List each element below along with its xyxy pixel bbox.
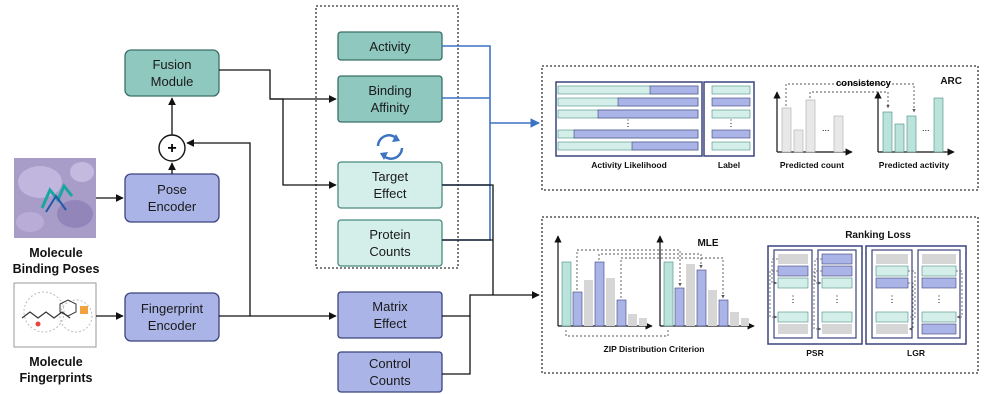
fp-line2: Encoder [148, 318, 197, 333]
lgr-links [908, 270, 963, 331]
label-column: ⋮ [703, 81, 755, 157]
connectors [96, 69, 540, 375]
lgr-col2-vdots: ⋮ [935, 294, 944, 304]
pose-line1: Pose [157, 182, 187, 197]
lgr-label: LGR [907, 348, 925, 358]
likelihood-vdots: ⋮ [624, 118, 633, 128]
predicted-count-label: Predicted count [780, 160, 844, 170]
activity-likelihood-label: Activity Likelihood [591, 160, 667, 170]
binding-line1: Binding [368, 83, 411, 98]
predicted-activity-label: Predicted activity [879, 160, 950, 170]
protein-counts-head: Protein Counts [337, 219, 443, 267]
predicted-count-plot: ... [773, 91, 853, 156]
pose-encoder: Pose Encoder [124, 173, 220, 223]
ranking-loss-title: Ranking Loss [845, 230, 911, 241]
fusion-module: Fusion Module [124, 49, 220, 97]
fingerprints-label-line1: Molecule [29, 355, 83, 369]
fusion-line1: Fusion [152, 57, 191, 72]
target-line2: Effect [373, 186, 406, 201]
arc-panel [541, 65, 979, 191]
count-dots: ... [822, 123, 830, 133]
matrix-line1: Matrix [372, 299, 408, 314]
target-line1: Target [372, 169, 409, 184]
consistency-label: consistency [836, 78, 892, 89]
protein-line1: Protein [369, 227, 410, 242]
black-lines-to-loss [442, 184, 494, 295]
target-effect-head: Target Effect [337, 161, 443, 209]
zip-label: ZIP Distribution Criterion [604, 344, 705, 354]
pose-line2: Encoder [148, 199, 197, 214]
poses-label-line1: Molecule [29, 246, 83, 260]
control-counts-head: Control Counts [337, 351, 443, 393]
lgr-block: ⋮ ⋮ [865, 245, 967, 345]
zip-histogram-left [554, 235, 653, 330]
fingerprint-encoder: Fingerprint Encoder [124, 292, 220, 342]
matrix-line2: Effect [373, 316, 406, 331]
fusion-line2: Module [151, 74, 194, 89]
psr-links [769, 258, 822, 331]
sync-icon [376, 134, 404, 160]
shared-heads-group [315, 5, 459, 269]
lgr-col1-vdots: ⋮ [888, 294, 897, 304]
label-caption: Label [718, 160, 740, 170]
psr-col2-vdots: ⋮ [833, 294, 842, 304]
arc-title: ARC [940, 76, 962, 87]
matrix-effect-head: Matrix Effect [337, 291, 443, 339]
loss-panel [541, 216, 979, 374]
mle-label: MLE [697, 238, 718, 249]
binding-pose-image [14, 158, 96, 238]
fingerprints-label-line2: Fingerprints [20, 371, 93, 385]
psr-col1-vdots: ⋮ [789, 294, 798, 304]
activity-likelihood-matrix: ⋮ [555, 81, 703, 157]
plus-node: + [158, 134, 186, 162]
blue-connectors [442, 45, 540, 241]
mle-links [565, 249, 725, 337]
psr-label: PSR [806, 348, 823, 358]
activity-label: Activity [369, 39, 411, 54]
activity-head: Activity [337, 31, 443, 61]
fingerprint-image [13, 282, 97, 348]
zip-histogram-right [656, 235, 755, 330]
binding-line2: Affinity [371, 100, 410, 115]
control-line1: Control [369, 356, 411, 371]
control-line2: Counts [369, 373, 411, 388]
binding-affinity-head: Binding Affinity [337, 75, 443, 123]
predicted-activity-plot: ... [874, 91, 955, 156]
protein-line2: Counts [369, 244, 411, 259]
activity-dots: ... [922, 123, 930, 133]
psr-block: ⋮ ⋮ [767, 245, 863, 345]
poses-label-line2: Binding Poses [13, 262, 100, 276]
fp-line1: Fingerprint [141, 301, 204, 316]
consistency-links [785, 83, 916, 113]
label-vdots: ⋮ [727, 118, 736, 128]
plus-sign: + [167, 140, 176, 157]
